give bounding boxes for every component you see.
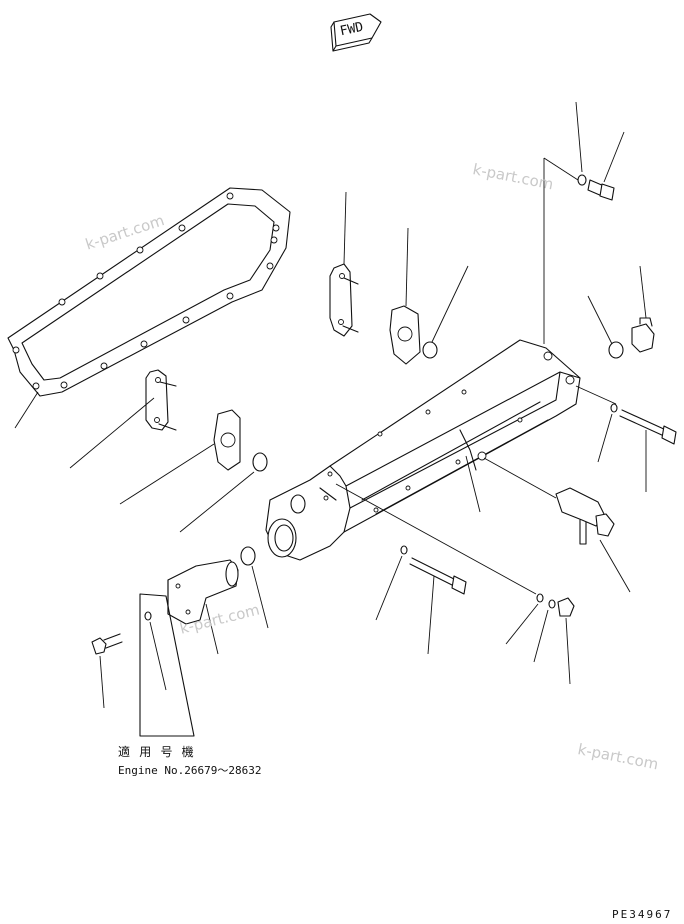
bolt-bottom-part [409, 557, 467, 595]
sensor-assembly-part [555, 487, 615, 545]
leader-line [543, 157, 579, 181]
washer-part [577, 174, 587, 186]
cover-plate-part [145, 369, 177, 431]
leader-line [99, 655, 105, 709]
leader-line [431, 265, 469, 343]
leader-line [427, 575, 435, 655]
cover-plate-upper-part [329, 263, 359, 337]
washer-lower-part [536, 593, 544, 603]
gasket-upper-part [389, 305, 421, 365]
leader-line [505, 603, 539, 645]
leader-line [375, 555, 403, 621]
o-ring-bottom-part [240, 546, 256, 566]
washer-right-part [610, 403, 618, 413]
drawing-code: PE34967 [612, 908, 673, 921]
o-ring-upper-part [422, 341, 438, 359]
leader-line [483, 457, 557, 499]
leader-line [597, 413, 613, 463]
leader-line [205, 603, 219, 655]
leader-line [251, 565, 269, 629]
elbow-connector-part [167, 559, 239, 625]
leader-line [119, 443, 215, 505]
applicability-label: 適 用 号 機 [118, 745, 195, 759]
leader-line [533, 609, 549, 663]
leader-line [575, 385, 617, 405]
applicability-bracket [139, 593, 195, 737]
small-gasket-part [213, 409, 241, 471]
leader-line [179, 471, 255, 533]
spring-washer-part [548, 599, 556, 609]
plug-part [631, 317, 655, 353]
o-ring-right-part [608, 341, 624, 359]
engine-range-label: Engine No.26679～28632 [118, 764, 262, 777]
nut-part [557, 597, 575, 617]
leader-line [465, 455, 481, 513]
washer-bottom-part [400, 545, 408, 555]
leader-line [565, 617, 571, 685]
leader-line [587, 295, 613, 345]
bolt-part [587, 179, 615, 201]
leader-line [575, 101, 583, 173]
leader-line [14, 391, 39, 429]
long-bolt-part [619, 409, 677, 445]
bolt-left-part [91, 633, 123, 655]
leader-line [343, 191, 347, 265]
leader-line [149, 621, 167, 691]
leader-line [603, 131, 625, 183]
gasket-part [7, 187, 291, 397]
washer-bracket-part [144, 611, 152, 621]
leader-line [69, 397, 155, 469]
o-ring-part [252, 452, 268, 472]
fwd-arrow-icon [330, 13, 382, 52]
main-housing-part [265, 339, 581, 561]
leader-line [599, 539, 631, 593]
leader-line [639, 265, 647, 319]
leader-line [405, 227, 409, 307]
leader-line [335, 483, 537, 595]
